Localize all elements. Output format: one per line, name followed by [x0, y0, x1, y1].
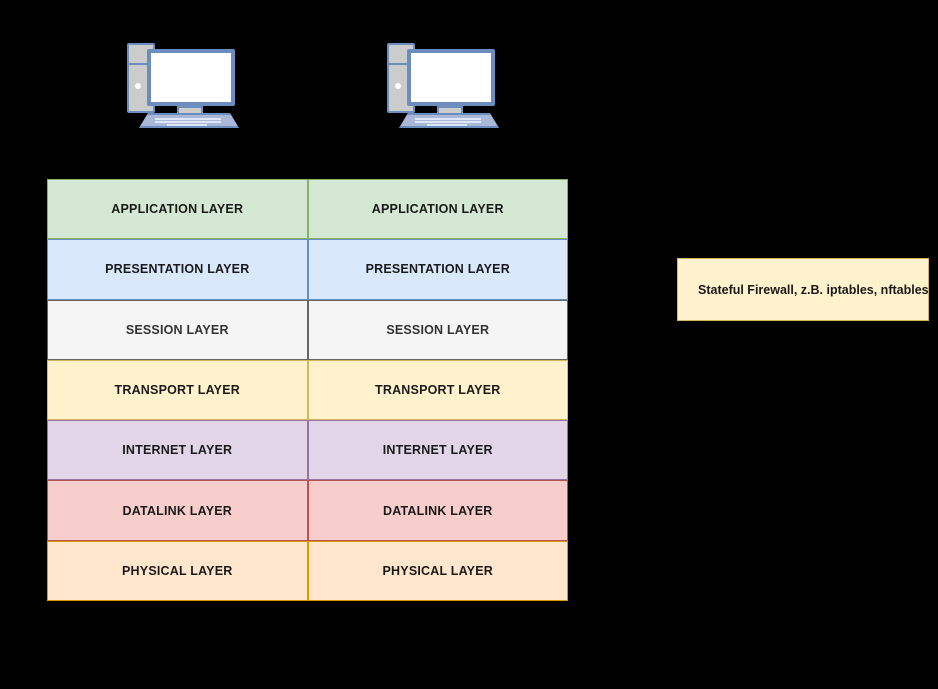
layer-cell-presentation-left[interactable]: PRESENTATION LAYER [47, 239, 308, 300]
layer-row-presentation: PRESENTATION LAYER PRESENTATION LAYER [47, 239, 568, 300]
monitor-screen-icon [407, 49, 495, 106]
layer-cell-transport-left[interactable]: TRANSPORT LAYER [47, 359, 308, 421]
keyboard-key-row [415, 118, 481, 120]
layer-row-datalink: DATALINK LAYER DATALINK LAYER [47, 480, 568, 541]
layer-cell-physical-left[interactable]: PHYSICAL LAYER [47, 540, 308, 601]
layer-cell-datalink-right[interactable]: DATALINK LAYER [307, 480, 568, 541]
keyboard-key-row [155, 121, 221, 123]
tower-divider [389, 63, 413, 65]
layer-cell-physical-right[interactable]: PHYSICAL LAYER [307, 540, 568, 601]
layer-cell-internet-left[interactable]: INTERNET LAYER [47, 420, 308, 481]
layer-row-internet: INTERNET LAYER INTERNET LAYER [47, 420, 568, 481]
tower-power-led-icon [395, 83, 401, 89]
layer-row-application: APPLICATION LAYER APPLICATION LAYER [47, 179, 568, 240]
layer-cell-session-left[interactable]: SESSION LAYER [47, 299, 308, 360]
layer-cell-application-right[interactable]: APPLICATION LAYER [307, 179, 568, 240]
keyboard-key-row [415, 121, 481, 123]
firewall-callout-box[interactable]: Stateful Firewall, z.B. iptables, nftabl… [677, 258, 929, 321]
host-computer-right[interactable] [381, 41, 501, 129]
layer-cell-presentation-right[interactable]: PRESENTATION LAYER [307, 239, 568, 300]
layer-cell-internet-right[interactable]: INTERNET LAYER [307, 420, 568, 481]
keyboard-icon [139, 113, 239, 128]
layer-row-session: SESSION LAYER SESSION LAYER [47, 299, 568, 360]
layer-cell-session-right[interactable]: SESSION LAYER [307, 299, 568, 360]
keyboard-spacebar [167, 124, 207, 126]
layer-cell-application-left[interactable]: APPLICATION LAYER [47, 179, 308, 240]
tower-divider [129, 63, 153, 65]
osi-layer-table: APPLICATION LAYER APPLICATION LAYER PRES… [47, 179, 568, 601]
layer-row-physical: PHYSICAL LAYER PHYSICAL LAYER [47, 540, 568, 601]
layer-row-transport: TRANSPORT LAYER TRANSPORT LAYER [47, 359, 568, 421]
keyboard-icon [399, 113, 499, 128]
host-computer-left[interactable] [121, 41, 241, 129]
keyboard-spacebar [427, 124, 467, 126]
layer-cell-datalink-left[interactable]: DATALINK LAYER [47, 480, 308, 541]
layer-cell-transport-right[interactable]: TRANSPORT LAYER [307, 359, 568, 421]
firewall-callout-text: Stateful Firewall, z.B. iptables, nftabl… [698, 282, 929, 297]
monitor-screen-icon [147, 49, 235, 106]
tower-power-led-icon [135, 83, 141, 89]
keyboard-key-row [155, 118, 221, 120]
